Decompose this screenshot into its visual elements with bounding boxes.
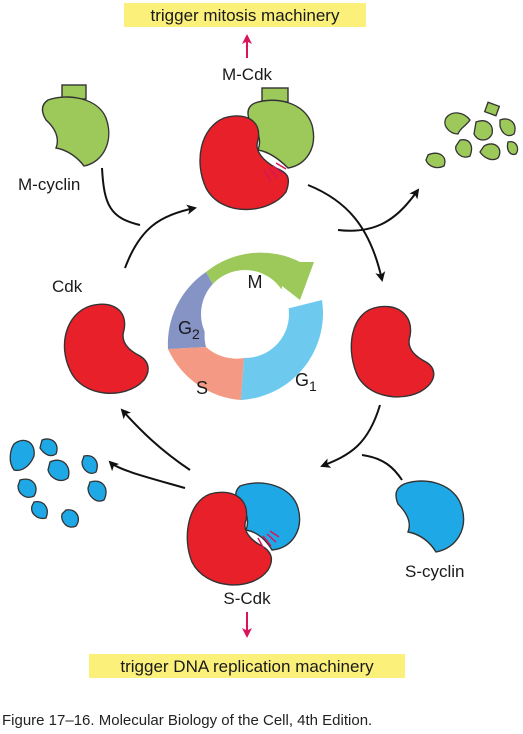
cdk-m-cdk — [199, 115, 290, 211]
m-cyclin-free — [41, 84, 110, 167]
m-cyclin-label: M-cyclin — [18, 175, 80, 194]
activation-site-icon — [257, 530, 280, 550]
s-cdk-complex — [186, 482, 301, 586]
s-cyclin-fragments — [9, 438, 107, 528]
s-cyclin-free — [395, 480, 465, 553]
m-cyclin-fragments — [425, 101, 519, 169]
m-cdk-label: M-Cdk — [222, 65, 273, 84]
mitosis-trigger-box: trigger mitosis machinery — [124, 3, 366, 27]
cdk-label: Cdk — [52, 277, 83, 296]
s-cyclin-binding-arrow — [320, 404, 403, 481]
mitosis-trigger-text: trigger mitosis machinery — [151, 6, 340, 25]
phase-g1-label: G1 — [295, 370, 317, 394]
s-cdk-label: S-Cdk — [223, 589, 271, 608]
phase-s-label: S — [196, 378, 208, 398]
cdk-free-left — [63, 303, 149, 394]
phase-s-segment — [168, 347, 244, 400]
m-cyclin-bound — [247, 87, 315, 169]
s-cdk-degradation-arrow — [108, 408, 191, 489]
figure-caption: Figure 17–16. Molecular Biology of the C… — [2, 712, 372, 729]
phase-g2-label: G2 — [178, 318, 200, 342]
cell-cycle-ring: M G2 S G1 — [167, 252, 323, 400]
m-cyclin-binding-arrow — [101, 167, 197, 269]
cdk-s-cdk — [186, 491, 273, 586]
activation-site-icon — [263, 162, 287, 182]
replication-trigger-box: trigger DNA replication machinery — [89, 654, 405, 678]
phase-m-label: M — [248, 272, 263, 292]
s-cyclin-label: S-cyclin — [405, 562, 465, 581]
replication-trigger-text: trigger DNA replication machinery — [120, 657, 374, 676]
m-cdk-degradation-arrow — [307, 184, 420, 282]
m-cdk-complex — [199, 87, 315, 211]
cdk-free-right — [350, 305, 435, 398]
phase-g1-segment — [241, 300, 323, 400]
